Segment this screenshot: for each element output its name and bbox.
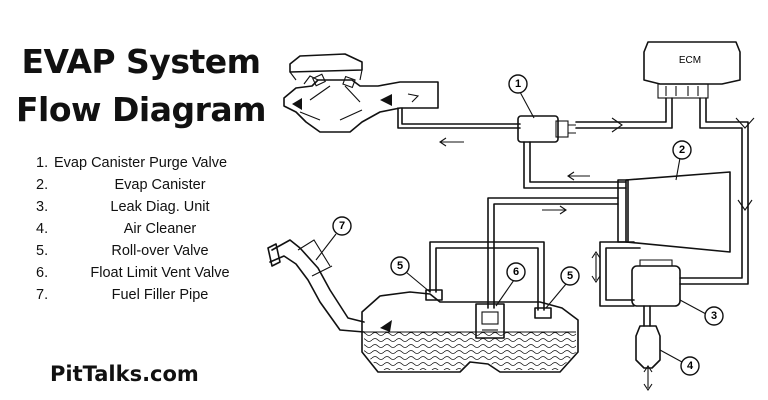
svg-text:1: 1 bbox=[515, 78, 521, 90]
legend-text: Leak Diag. Unit bbox=[110, 199, 210, 215]
svg-text:2: 2 bbox=[679, 144, 685, 156]
callout-5-left: 5 bbox=[390, 256, 431, 293]
legend-item: 3. Leak Diag. Unit bbox=[36, 196, 266, 218]
ldu-aircleaner-line bbox=[643, 305, 651, 327]
legend-item: 1. Evap Canister Purge Valve bbox=[36, 152, 266, 174]
legend-text: Evap Canister Purge Valve bbox=[54, 155, 228, 171]
callout-4: 4 bbox=[659, 349, 700, 376]
purge-to-canister-line bbox=[523, 141, 627, 189]
legend-text: Air Cleaner bbox=[123, 221, 197, 237]
brand-watermark: PitTalks.com bbox=[50, 362, 199, 386]
flow-arrow-right bbox=[542, 205, 567, 215]
filler-flow-arrow bbox=[380, 320, 392, 332]
bidirectional-arrow bbox=[591, 251, 601, 283]
legend-item: 5. Roll-over Valve bbox=[36, 240, 266, 262]
callout-1: 1 bbox=[508, 74, 535, 119]
fuel-liquid bbox=[364, 332, 576, 370]
signal-arrow-2 bbox=[735, 117, 755, 129]
parts-legend: 1. Evap Canister Purge Valve 2. Evap Canis… bbox=[36, 152, 266, 306]
title-line-2: Flow Diagram bbox=[15, 90, 267, 129]
flow-arrow-left-2 bbox=[567, 171, 590, 181]
rollover-line bbox=[429, 241, 545, 311]
legend-number: 2. bbox=[36, 177, 49, 193]
legend-number: 1. bbox=[36, 155, 49, 171]
legend-item: 2. Evap Canister bbox=[36, 174, 266, 196]
legend-number: 7. bbox=[36, 287, 49, 303]
rollover-valve-left bbox=[425, 289, 443, 301]
callout-7: 7 bbox=[315, 216, 352, 261]
title-line-1: EVAP System bbox=[21, 42, 261, 81]
leak-diag-unit bbox=[631, 259, 681, 307]
legend-number: 3. bbox=[36, 199, 49, 215]
purge-valve bbox=[517, 115, 576, 143]
legend-text: Roll-over Valve bbox=[111, 243, 209, 259]
callout-2: 2 bbox=[672, 140, 692, 181]
vent-line bbox=[487, 197, 619, 309]
fuel-tank bbox=[361, 291, 579, 373]
air-cleaner bbox=[635, 325, 661, 369]
svg-text:5: 5 bbox=[567, 270, 573, 282]
legend-text: Fuel Filler Pipe bbox=[111, 287, 209, 303]
callout-3: 3 bbox=[679, 299, 724, 326]
float-limit-vent-valve bbox=[475, 303, 505, 339]
legend-item: 6. Float Limit Vent Valve bbox=[36, 262, 266, 284]
ecm-purge-signal bbox=[575, 97, 673, 129]
legend-number: 4. bbox=[36, 221, 49, 237]
ecm-label: ECM bbox=[679, 55, 701, 66]
svg-text:7: 7 bbox=[339, 220, 345, 232]
svg-text:5: 5 bbox=[397, 260, 403, 272]
air-inlet-arrow bbox=[643, 365, 653, 391]
legend-number: 5. bbox=[36, 243, 49, 259]
svg-text:3: 3 bbox=[711, 310, 717, 322]
svg-text:4: 4 bbox=[687, 360, 694, 372]
fuel-filler-pipe bbox=[267, 239, 365, 333]
legend-item: 4. Air Cleaner bbox=[36, 218, 266, 240]
ecm-ldu-signal bbox=[679, 97, 749, 285]
svg-text:6: 6 bbox=[513, 266, 519, 278]
rollover-valve-right bbox=[534, 307, 552, 319]
flow-arrow-left bbox=[439, 137, 464, 147]
evap-canister bbox=[617, 171, 731, 253]
legend-text: Float Limit Vent Valve bbox=[90, 265, 230, 281]
purge-line bbox=[397, 107, 521, 129]
legend-item: 7. Fuel Filler Pipe bbox=[36, 284, 266, 306]
signal-arrow bbox=[611, 117, 623, 133]
canister-ldu-line bbox=[599, 241, 641, 307]
diagram-title: EVAP System Flow Diagram bbox=[10, 38, 272, 134]
intake-manifold bbox=[283, 53, 439, 133]
callout-6: 6 bbox=[495, 262, 526, 307]
legend-text: Evap Canister bbox=[114, 177, 206, 193]
callout-5-right: 5 bbox=[545, 266, 580, 309]
legend-number: 6. bbox=[36, 265, 49, 281]
ecm-unit: ECM bbox=[643, 41, 741, 99]
signal-arrow-3 bbox=[737, 199, 753, 211]
